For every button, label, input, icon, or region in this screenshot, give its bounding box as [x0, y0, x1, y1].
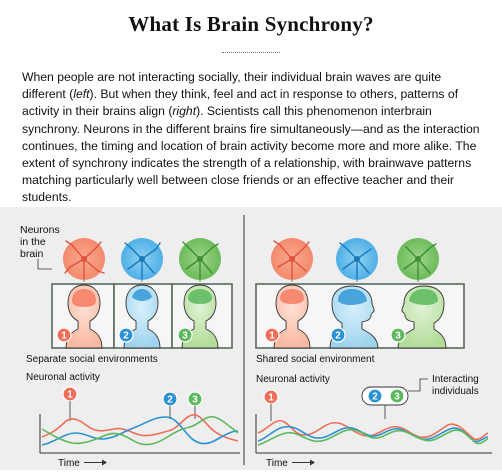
svg-text:1: 1	[61, 331, 67, 342]
neurons-label: Neurons in the brain	[20, 224, 63, 260]
person-3-right-head-icon	[397, 285, 447, 349]
neuron-2-icon	[121, 238, 163, 280]
svg-text:2: 2	[335, 331, 341, 342]
neuron-3-right-icon	[397, 238, 439, 280]
intro-paragraph: When people are not interacting socially…	[22, 69, 484, 207]
activity-badge-1: 1	[62, 386, 78, 421]
wave-right-person-1	[257, 419, 489, 441]
left-activity-label: Neuronal activity	[26, 372, 100, 383]
right-wave-group	[257, 419, 489, 446]
synchrony-diagram: Neurons in the brain	[20, 215, 492, 469]
synchrony-figure: Neurons in the brain	[0, 207, 502, 470]
intro-text-1: When people are not interacting socially…	[22, 70, 442, 102]
svg-text:3: 3	[192, 395, 198, 406]
intro-right-word: right	[172, 104, 197, 119]
badge-2-right: 2	[330, 327, 346, 343]
neuron-1-icon	[63, 238, 105, 280]
activity-badge-1-right: 1	[263, 389, 279, 421]
svg-text:3: 3	[394, 392, 400, 403]
wave-person-1	[41, 414, 239, 442]
svg-text:2: 2	[372, 392, 378, 403]
right-activity-label: Neuronal activity	[256, 374, 330, 385]
right-time-arrow-icon	[292, 459, 315, 466]
wave-person-2	[41, 416, 239, 446]
right-time-label: Time	[266, 458, 288, 469]
svg-text:3: 3	[182, 331, 188, 342]
badge-1-right: 1	[264, 327, 280, 343]
badge-3: 3	[177, 327, 193, 343]
interacting-individuals-label: Interacting individuals	[432, 374, 481, 397]
intro-left-word: left	[73, 87, 90, 102]
neuron-3-icon	[179, 238, 221, 280]
intro-text-2: ). But when they think, feel and act in …	[22, 87, 459, 119]
svg-text:2: 2	[167, 395, 173, 406]
left-wave-group	[41, 414, 239, 446]
neuron-2-right-icon	[336, 238, 378, 280]
badge-3-right: 3	[390, 327, 406, 343]
svg-text:1: 1	[67, 390, 73, 401]
svg-text:2: 2	[123, 331, 129, 342]
wave-person-3	[41, 415, 239, 446]
neurons-leader-line	[37, 259, 52, 270]
title-divider	[222, 52, 280, 53]
left-panel: 1 2 3 Separate social environments Neuro…	[26, 238, 240, 469]
badge-1: 1	[56, 327, 72, 343]
left-caption: Separate social environments	[26, 354, 158, 365]
page-title: What Is Brain Synchrony?	[128, 12, 374, 36]
right-panel: 1 2 3 Shared social environment Neuronal…	[255, 238, 492, 469]
svg-text:1: 1	[269, 331, 275, 342]
badge-2: 2	[118, 327, 134, 343]
activity-badge-2: 2	[162, 391, 178, 419]
interacting-leader-line	[408, 378, 428, 392]
wave-right-person-3	[257, 428, 489, 446]
person-1-right-head-icon	[273, 284, 311, 349]
activity-badge-3: 3	[187, 391, 203, 419]
person-1-head-icon	[65, 284, 103, 349]
left-time-arrow-icon	[84, 459, 107, 466]
left-time-label: Time	[58, 458, 80, 469]
neuron-1-right-icon	[271, 238, 313, 280]
interacting-group-pill: 2 3	[361, 386, 409, 419]
svg-text:1: 1	[268, 393, 274, 404]
right-caption: Shared social environment	[256, 354, 375, 365]
intro-text-3: ). Scientists call this phenomenon inter…	[22, 104, 480, 205]
svg-text:3: 3	[395, 331, 401, 342]
